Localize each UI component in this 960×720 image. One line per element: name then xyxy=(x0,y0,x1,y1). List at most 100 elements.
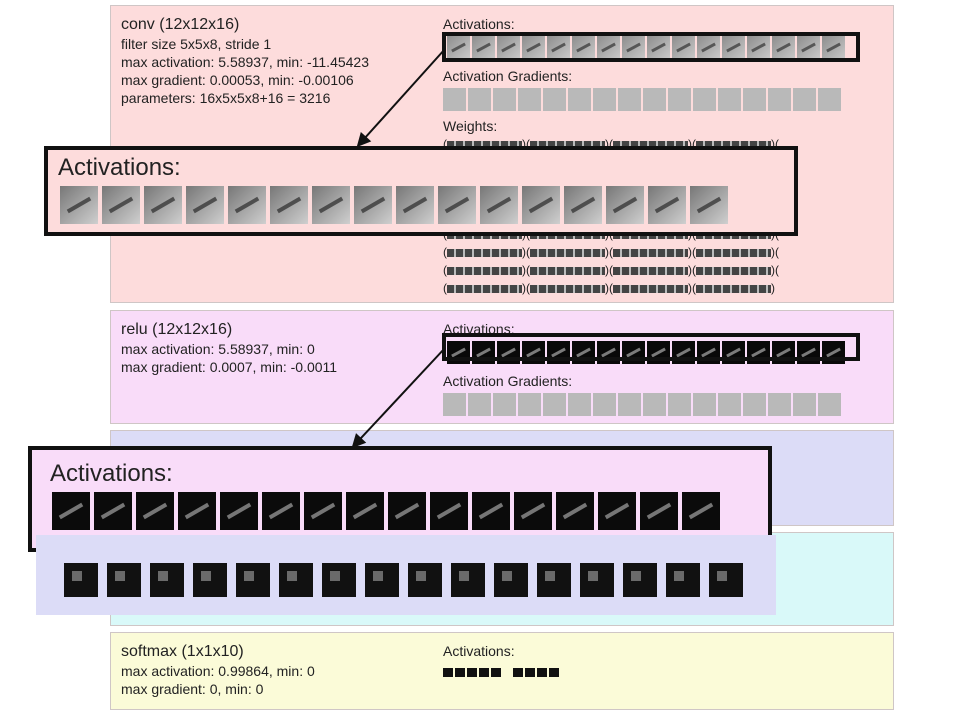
activation-map xyxy=(564,186,602,224)
pool-map xyxy=(451,563,485,597)
activation-map xyxy=(822,36,845,59)
conv-title: conv (12x12x16) xyxy=(121,16,240,33)
gradient-map xyxy=(443,393,466,416)
relu-activations-highlight xyxy=(442,333,860,361)
gradient-map xyxy=(643,393,666,416)
activation-map xyxy=(697,36,720,59)
gradient-map xyxy=(443,88,466,111)
weights-row: ()()()()( xyxy=(443,137,779,151)
softmax-layer-panel: softmax (1x1x10) max activation: 0.99864… xyxy=(110,632,894,710)
activation-map xyxy=(606,186,644,224)
conv-activation-line: max activation: 5.58937, min: -11.45423 xyxy=(121,54,370,70)
gradient-map xyxy=(568,393,591,416)
relu-zoom-title: Activations: xyxy=(50,460,173,487)
activation-map xyxy=(640,492,678,530)
pool-zoom-row xyxy=(64,563,743,597)
weight-filter xyxy=(530,266,605,275)
gradient-map xyxy=(818,88,841,111)
relu-gradient-line: max gradient: 0.0007, min: -0.0011 xyxy=(121,359,338,375)
pool-map xyxy=(494,563,528,597)
softmax-unit xyxy=(443,668,453,677)
weight-filter xyxy=(447,248,522,257)
gradient-map xyxy=(518,88,541,111)
softmax-title: softmax (1x1x10) xyxy=(121,643,244,660)
softmax-unit xyxy=(537,668,547,677)
conv-activations-label: Activations: xyxy=(443,16,515,32)
pool-map xyxy=(150,563,184,597)
activation-map xyxy=(672,36,695,59)
activation-map xyxy=(556,492,594,530)
gradient-map xyxy=(718,88,741,111)
gradient-map xyxy=(718,393,741,416)
weight-filter xyxy=(447,284,522,293)
gradient-map xyxy=(518,393,541,416)
activation-map xyxy=(430,492,468,530)
pool-map xyxy=(666,563,700,597)
activation-map xyxy=(447,36,470,59)
softmax-activation-line: max activation: 0.99864, min: 0 xyxy=(121,663,315,679)
gradient-map xyxy=(668,88,691,111)
weight-filter xyxy=(696,248,771,257)
conv-gradient-line: max gradient: 0.00053, min: -0.00106 xyxy=(121,72,354,88)
activation-map xyxy=(304,492,342,530)
relu-title: relu (12x12x16) xyxy=(121,321,233,338)
relu-activation-line: max activation: 5.58937, min: 0 xyxy=(121,341,315,357)
pool-map xyxy=(580,563,614,597)
activation-map xyxy=(472,36,495,59)
activation-map xyxy=(480,186,518,224)
softmax-visuals: Activations: xyxy=(443,642,561,681)
weights-row: ()()()() xyxy=(443,281,775,295)
activation-map xyxy=(186,186,224,224)
activation-map xyxy=(682,492,720,530)
conv-zoom-title: Activations: xyxy=(58,154,181,181)
gradient-map xyxy=(493,88,516,111)
weight-filter xyxy=(530,284,605,293)
softmax-unit xyxy=(455,668,465,677)
softmax-activations-label: Activations: xyxy=(443,643,515,659)
gradient-map xyxy=(793,88,816,111)
activation-map xyxy=(547,36,570,59)
gradient-map xyxy=(693,88,716,111)
weight-filter xyxy=(613,284,688,293)
activation-map xyxy=(178,492,216,530)
conv-activations-highlight xyxy=(442,32,860,62)
conv-weights-label: Weights: xyxy=(443,118,498,134)
activation-map xyxy=(396,186,434,224)
pool-map xyxy=(408,563,442,597)
softmax-activations-row xyxy=(443,663,561,681)
weight-filter xyxy=(696,284,771,293)
conv-zoom-row xyxy=(60,186,728,224)
conv-gradients-row xyxy=(443,88,845,111)
activation-map xyxy=(388,492,426,530)
softmax-unit xyxy=(525,668,535,677)
pool-map xyxy=(279,563,313,597)
activation-map xyxy=(52,492,90,530)
relu-gradients-row xyxy=(443,393,845,416)
gradient-map xyxy=(693,393,716,416)
relu-layer-panel: relu (12x12x16) max activation: 5.58937,… xyxy=(110,310,894,424)
softmax-gradient-line: max gradient: 0, min: 0 xyxy=(121,681,264,697)
activation-map xyxy=(136,492,174,530)
activation-map xyxy=(647,36,670,59)
conv-info: conv (12x12x16) filter size 5x5x8, strid… xyxy=(121,15,369,107)
gradient-map xyxy=(593,393,616,416)
activation-map xyxy=(262,492,300,530)
softmax-info: softmax (1x1x10) max activation: 0.99864… xyxy=(121,642,315,698)
softmax-unit xyxy=(491,668,501,677)
activation-map xyxy=(690,186,728,224)
gradient-map xyxy=(643,88,666,111)
gradient-map xyxy=(743,393,766,416)
activation-map xyxy=(270,186,308,224)
relu-gradients-label: Activation Gradients: xyxy=(443,373,573,389)
gradient-map xyxy=(793,393,816,416)
pool-map xyxy=(193,563,227,597)
activation-map xyxy=(497,36,520,59)
conv-params-line: parameters: 16x5x5x8+16 = 3216 xyxy=(121,90,331,106)
activation-map xyxy=(354,186,392,224)
relu-zoom-row xyxy=(52,492,720,530)
pool-map xyxy=(623,563,657,597)
activation-map xyxy=(572,36,595,59)
gradient-map xyxy=(568,88,591,111)
softmax-unit xyxy=(467,668,477,677)
activation-map xyxy=(514,492,552,530)
